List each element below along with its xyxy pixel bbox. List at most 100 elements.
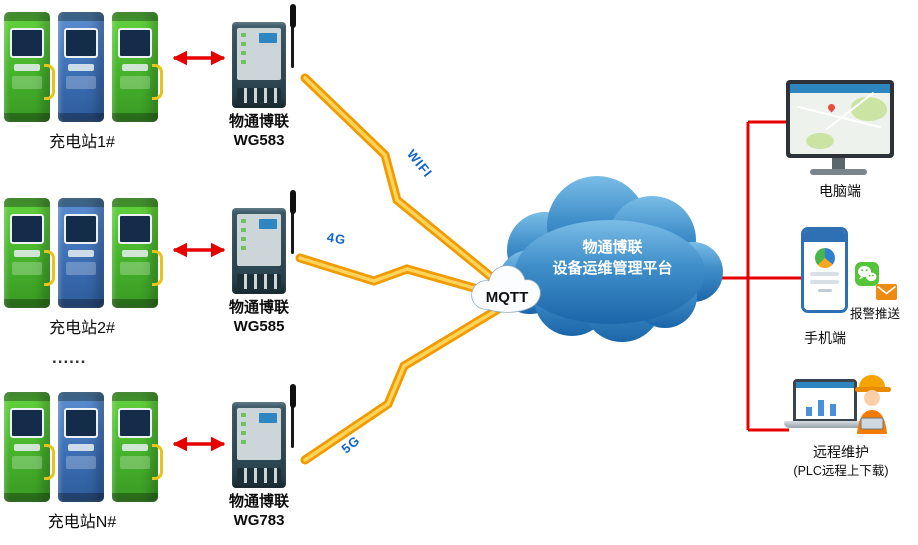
platform-title-line1: 物通博联 xyxy=(582,239,643,256)
gateway-brand: 物通博联 xyxy=(228,113,289,130)
smartphone xyxy=(801,227,848,313)
lightning-bolt-4g xyxy=(295,253,493,297)
charging-pile xyxy=(58,198,104,308)
alarm-push-label: 报警推送 xyxy=(849,307,900,321)
charging-cable xyxy=(44,444,55,480)
station-2-label: 充电站2# xyxy=(49,320,115,337)
pile-cap xyxy=(58,12,104,21)
phone-header-bar xyxy=(804,230,845,242)
station-n-label: 充电站N# xyxy=(47,514,117,531)
pile-screen xyxy=(118,408,152,438)
gateway-device-wg585 xyxy=(232,208,286,294)
pile-card-slot xyxy=(122,250,148,257)
ethernet-ports xyxy=(237,88,281,103)
mqtt-label: MQTT xyxy=(486,289,529,306)
pile-screen xyxy=(118,28,152,58)
pile-card-slot xyxy=(14,64,40,71)
pile-panel xyxy=(66,76,96,89)
remote-endpoint-label: 远程维护 xyxy=(813,444,869,460)
pile-base xyxy=(4,493,50,502)
antenna-icon xyxy=(289,4,296,68)
platform-title: 物通博联 设备运维管理平台 xyxy=(530,237,695,279)
pile-screen xyxy=(10,28,44,58)
gateway-model: WG585 xyxy=(233,318,285,335)
4g-link-label: 4G xyxy=(325,229,348,248)
pile-card-slot xyxy=(122,64,148,71)
phone-home-button xyxy=(817,289,832,292)
pile-base xyxy=(4,299,50,308)
wechat-icon xyxy=(855,262,879,286)
charging-station-group-n xyxy=(4,392,163,502)
antenna-icon xyxy=(289,384,296,448)
engineer-icon xyxy=(849,370,895,439)
pile-card-slot xyxy=(68,444,94,451)
charging-pile xyxy=(112,392,163,502)
pile-card-slot xyxy=(68,64,94,71)
gateway-1-label: 物通博联 WG583 xyxy=(204,112,314,150)
pile-base xyxy=(58,493,104,502)
pile-base xyxy=(112,113,158,122)
gateway-model: WG583 xyxy=(233,132,285,149)
pile-cap xyxy=(4,12,50,21)
antenna-icon xyxy=(289,190,296,254)
pile-screen xyxy=(64,28,98,58)
pile-screen xyxy=(10,408,44,438)
gateway-logo-tag xyxy=(259,33,277,43)
chart-bar xyxy=(806,407,812,416)
charging-pile xyxy=(58,12,104,122)
pc-endpoint-label: 电脑端 xyxy=(819,183,861,199)
ethernet-ports xyxy=(237,274,281,289)
pile-screen xyxy=(118,214,152,244)
monitor-screen-map xyxy=(790,84,890,154)
charging-station-group-2 xyxy=(4,198,163,308)
charging-pile xyxy=(4,198,55,308)
charging-cable xyxy=(152,64,163,100)
pc-monitor xyxy=(786,80,894,158)
pile-cap xyxy=(4,198,50,207)
pile-cap xyxy=(112,198,158,207)
mqtt-cloud: MQTT xyxy=(471,265,541,313)
pile-base xyxy=(58,299,104,308)
gateway-brand: 物通博联 xyxy=(228,493,289,510)
pie-chart-icon xyxy=(814,248,835,268)
browser-header-bar xyxy=(790,84,890,93)
station-gateway-arrows xyxy=(172,50,226,452)
pile-cap xyxy=(112,12,158,21)
pile-panel xyxy=(66,262,96,275)
charging-cable xyxy=(44,250,55,286)
map-green-area xyxy=(851,97,887,121)
gateway-device-wg583 xyxy=(232,22,286,108)
phone-list-row xyxy=(810,272,839,276)
pile-base xyxy=(4,113,50,122)
ethernet-ports xyxy=(237,468,281,483)
gateway-logo-tag xyxy=(259,413,277,423)
led-indicators-icon xyxy=(241,219,246,255)
pile-screen xyxy=(64,214,98,244)
charging-cable xyxy=(152,444,163,480)
charging-pile xyxy=(4,392,55,502)
gateway-device-wg783 xyxy=(232,402,286,488)
pile-panel xyxy=(12,456,42,469)
station-1-label: 充电站1# xyxy=(49,134,115,151)
pile-panel xyxy=(120,76,150,89)
pile-base xyxy=(112,493,158,502)
gateway-3-label: 物通博联 WG783 xyxy=(204,492,314,530)
chart-bar xyxy=(818,400,824,416)
charging-station-group-1 xyxy=(4,12,163,122)
pile-panel xyxy=(12,76,42,89)
gateway-brand: 物通博联 xyxy=(228,299,289,316)
phone-list-row xyxy=(810,280,839,284)
more-stations-ellipsis: ...... xyxy=(52,348,87,367)
map-green-area xyxy=(806,133,834,149)
mail-icon xyxy=(876,284,897,300)
gateway-2-label: 物通博联 WG585 xyxy=(204,298,314,336)
pile-card-slot xyxy=(122,444,148,451)
led-indicators-icon xyxy=(241,413,246,449)
pile-card-slot xyxy=(14,250,40,257)
pile-panel xyxy=(120,262,150,275)
remote-endpoint-sublabel: (PLC远程上下载) xyxy=(793,464,889,478)
pile-screen xyxy=(10,214,44,244)
pile-panel xyxy=(120,456,150,469)
